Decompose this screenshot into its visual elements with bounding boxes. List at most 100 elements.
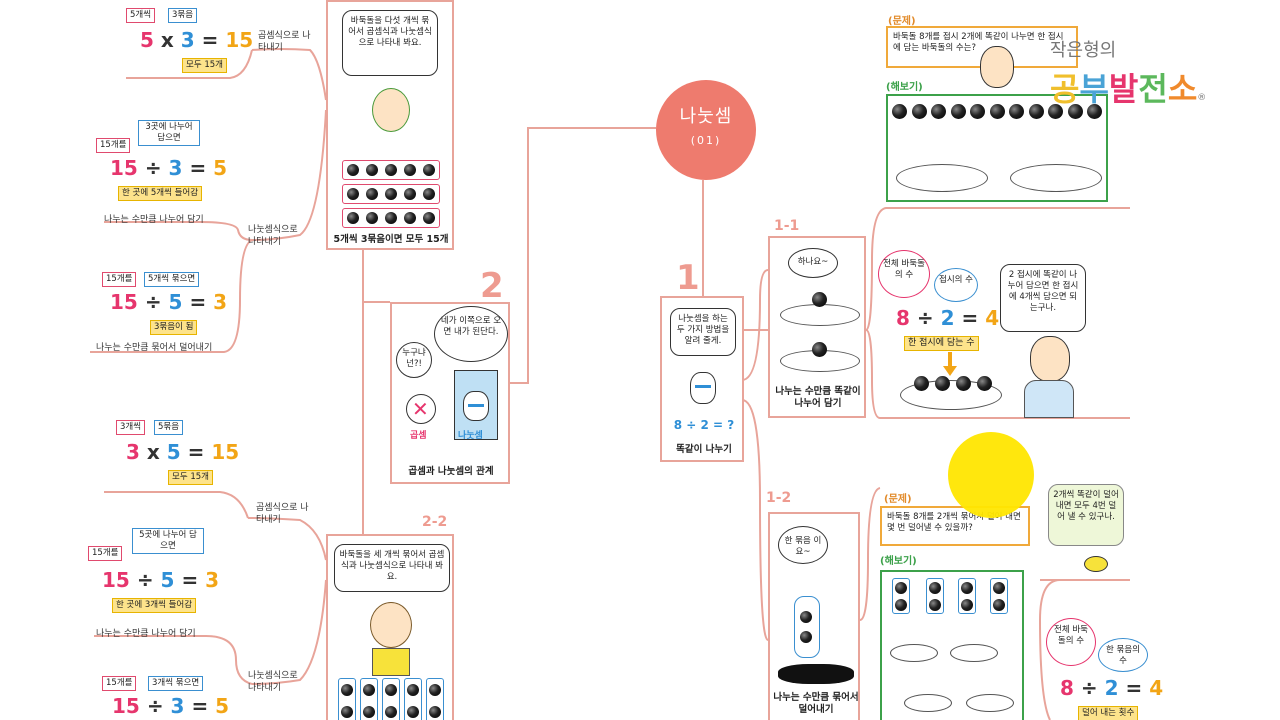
- stone-icon: [977, 376, 992, 391]
- note: 곱셈식으로 나타내기: [256, 503, 309, 525]
- note: 나누는 수만큼 묶어서 덜어내기: [96, 343, 213, 353]
- result-tag: 한 접시에 담는 수: [904, 336, 979, 351]
- stone-icon: [1087, 104, 1102, 119]
- eq-operator: ÷: [144, 156, 162, 180]
- label-division: 나눗셈: [458, 431, 483, 441]
- stone-icon: [812, 342, 827, 357]
- eq-operator: ÷: [144, 290, 162, 314]
- mirror-icon: [454, 370, 498, 440]
- result-tag: 한 곳에 3개씩 들어감: [112, 598, 197, 613]
- plate-icon: [966, 694, 1014, 712]
- eq-dividend: 8: [896, 306, 910, 330]
- problem-label: (문제): [888, 16, 916, 27]
- stone-icon: [892, 104, 907, 119]
- speech-bubble: 2 접시에 똑같이 나누어 담으면 한 접시에 4개씩 담으면 되는구나.: [1000, 264, 1086, 332]
- speech-bubble: 한 묶음 이요~: [778, 526, 828, 564]
- hub-title: 나눗셈: [679, 106, 733, 127]
- stone-group-cell: [426, 678, 444, 720]
- eq-b: 3: [168, 156, 183, 180]
- eq-equals: =: [961, 306, 979, 330]
- eq-c: 3: [213, 290, 228, 314]
- multiply-character-icon: ✕: [406, 394, 436, 424]
- topic-hub[interactable]: 나눗셈 (01): [656, 80, 756, 180]
- result-tag: 3묶음이 됨: [150, 320, 198, 335]
- eq-b: 3: [170, 694, 185, 718]
- eq-operator: ÷: [136, 568, 154, 592]
- boy-glasses-character-icon: [370, 602, 412, 648]
- equation-question: 8 ÷ 2 = ?: [673, 418, 735, 432]
- stone-icon: [956, 376, 971, 391]
- card-2-1[interactable]: 바둑돌을 다섯 개씩 묶어서 곱셈식과 나눗셈식으로 나타내 봐요. 5개씩 3…: [326, 0, 454, 250]
- cursor-highlight: [948, 432, 1034, 518]
- stone-icon: [911, 104, 927, 119]
- eq-equals: =: [1125, 676, 1143, 700]
- card-caption: 나누는 수만큼 똑같이 나누어 담기: [775, 386, 861, 409]
- hub-subtitle: (01): [690, 134, 722, 147]
- speech-bubble: 하나요~: [788, 248, 838, 278]
- eq-b: 5: [160, 568, 175, 592]
- work-box-bottom: [880, 570, 1024, 720]
- tag-count-a: 15개를: [102, 676, 137, 691]
- eq-b: 3: [180, 28, 195, 52]
- stone-icon: [935, 376, 950, 391]
- stone-group-cell: [338, 678, 356, 720]
- eq-c: 15: [225, 28, 254, 52]
- eq-equals: =: [191, 694, 209, 718]
- eq-quotient: 4: [985, 306, 1000, 330]
- eq-a: 15: [110, 290, 138, 314]
- stones-on-plate: [914, 376, 992, 391]
- brand-char: 소: [1167, 70, 1198, 108]
- branch-number-1-1: 1-1: [774, 218, 800, 234]
- equation-left-bottom-mul: 3 x 5 = 15: [126, 442, 239, 462]
- stone-icon: [1009, 104, 1024, 119]
- label-multiplication: 곱셈: [410, 431, 427, 441]
- eq-operator: x: [146, 440, 160, 464]
- card-1-1[interactable]: 하나요~ 나누는 수만큼 똑같이 나누어 담기: [768, 236, 866, 418]
- note: 나눗셈식으로 나타내기: [248, 225, 298, 247]
- stone-icon: [950, 104, 966, 119]
- brand-char: 부: [1079, 70, 1109, 108]
- eq-a: 15: [112, 694, 140, 718]
- tag-count-a: 15개를: [88, 546, 123, 561]
- stone-bag-icon: [794, 596, 820, 658]
- result-tag: 모두 15개: [182, 58, 227, 73]
- card-equal-division[interactable]: 나눗셈을 하는 두 가지 방법을 알려 줄게. 8 ÷ 2 = ? 똑같이 나누…: [660, 296, 744, 462]
- eq-a: 15: [102, 568, 130, 592]
- stone-icon: [1028, 104, 1044, 119]
- tag-count-a: 15개를: [102, 272, 137, 287]
- eq-operator: ÷: [916, 306, 934, 330]
- card-1-2[interactable]: 한 묶음 이요~ 나누는 수만큼 묶어서 덜어내기: [768, 512, 860, 720]
- tag-count-a: 3개씩: [116, 420, 146, 435]
- note: 곱셈식으로 나타내기: [258, 31, 311, 53]
- result-tag: 모두 15개: [168, 470, 213, 485]
- division-character-icon: [463, 391, 489, 421]
- card-2-2[interactable]: 바둑돌을 세 개씩 묶어서 곱셈식과 나눗셈식으로 나타내 봐요.: [326, 534, 454, 720]
- note: 나누는 수만큼 나누어 담기: [104, 215, 204, 225]
- tag-total-stones: 전체 바둑돌의 수: [878, 250, 930, 298]
- tag-count-b: 3개씩 묶으면: [148, 676, 204, 691]
- tag-plate-count: 접시의 수: [934, 268, 978, 302]
- eq-operator: ÷: [146, 694, 164, 718]
- branch-number-2-2: 2-2: [422, 514, 448, 530]
- card-caption: 나누는 수만큼 묶어서 덜어내기: [773, 692, 859, 715]
- equation-left-bottom-div1: 15 ÷ 5 = 3: [102, 570, 219, 590]
- equation-left-top-mul: 5 x 3 = 15: [140, 30, 253, 50]
- eq-operator: x: [160, 28, 174, 52]
- plate-icon: [890, 644, 938, 662]
- stone-row: [342, 208, 440, 228]
- eq-b: 5: [166, 440, 181, 464]
- eq-equals: =: [187, 440, 205, 464]
- tag-count-b: 3묶음: [168, 8, 198, 23]
- brand-logo: 공부발전소®: [1050, 64, 1206, 110]
- brand-char: 발: [1108, 70, 1139, 108]
- problem-label: (문제): [884, 494, 912, 505]
- brand-char: 전: [1138, 70, 1168, 108]
- plate-icon: [950, 644, 998, 662]
- eq-a: 15: [110, 156, 138, 180]
- eq-divisor: 2: [1104, 676, 1119, 700]
- plate-icon: [896, 164, 988, 192]
- stone-icon: [970, 104, 985, 119]
- plate-icon: [904, 694, 952, 712]
- card-relation[interactable]: 누구냐 넌?! 네가 이쪽으로 오면 내가 된단다. ✕ 곱셈 나눗셈 곱셈과 …: [390, 302, 510, 484]
- speech-bubble: 네가 이쪽으로 오면 내가 된단다.: [434, 306, 508, 362]
